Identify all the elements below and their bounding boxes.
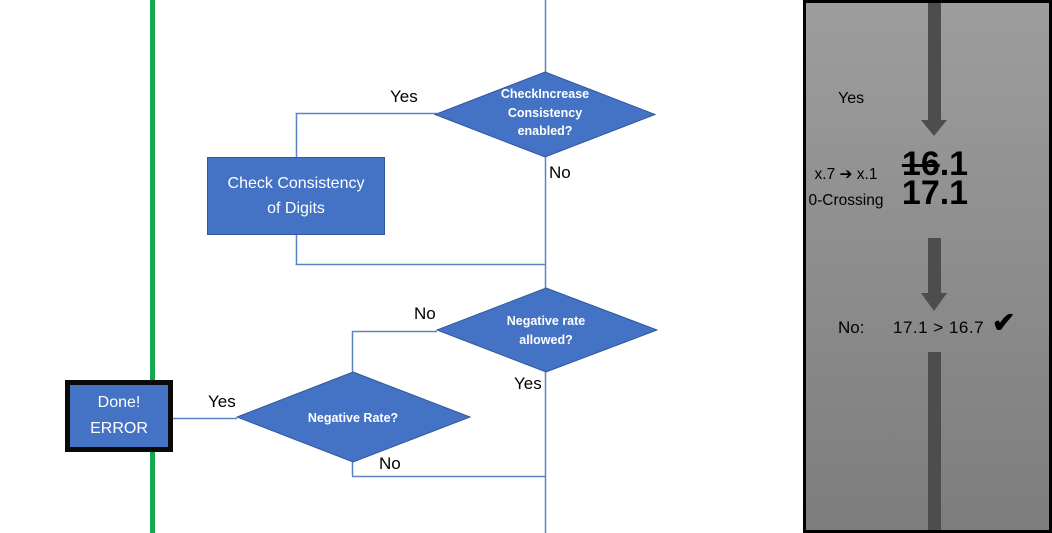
decision-negative-rate-allowed-label: Negative rate allowed? — [506, 314, 586, 347]
checkmark-icon: ✔ — [992, 307, 1016, 338]
decision-negative-rate-label: Negative Rate? — [307, 411, 399, 425]
panel-rule-text: x.7 ➔ x.1 0-Crossing — [808, 166, 884, 209]
down-arrow-3-shaft — [928, 352, 941, 530]
process-check-consistency: Check Consistency of Digits — [207, 157, 385, 235]
label-check-increase-yes: Yes — [390, 87, 418, 106]
panel-result-prefix: No: — [838, 318, 865, 337]
down-arrow-2-shaft — [928, 238, 941, 294]
label-negative-rate-no: No — [379, 454, 401, 473]
panel-values: 16.1 17.1 — [895, 145, 975, 212]
panel-old-value: 16.1 — [901, 145, 969, 183]
panel-yes-label: Yes — [838, 90, 865, 107]
green-divider-line — [150, 0, 155, 533]
down-arrow-1-head — [921, 120, 947, 136]
decision-negative-rate-shape — [235, 371, 472, 463]
panel-new-value: 17.1 — [901, 174, 969, 212]
label-negative-rate-yes: Yes — [208, 392, 236, 411]
panel-result-comparison: 17.1 > 16.7 — [893, 318, 985, 337]
side-panel — [803, 0, 1052, 533]
decision-negative-rate-allowed-shape — [435, 287, 659, 373]
label-negative-rate-allowed-yes: Yes — [514, 374, 542, 393]
decision-check-increase-shape — [433, 71, 657, 158]
label-negative-rate-allowed-no: No — [414, 304, 436, 323]
down-arrow-2-head — [921, 293, 947, 311]
down-arrow-1-shaft — [928, 3, 941, 121]
terminal-done-error: Done! ERROR — [65, 380, 173, 452]
label-check-increase-no: No — [549, 163, 571, 182]
decision-check-increase-label: CheckIncrease Consistency enabled? — [500, 87, 590, 138]
